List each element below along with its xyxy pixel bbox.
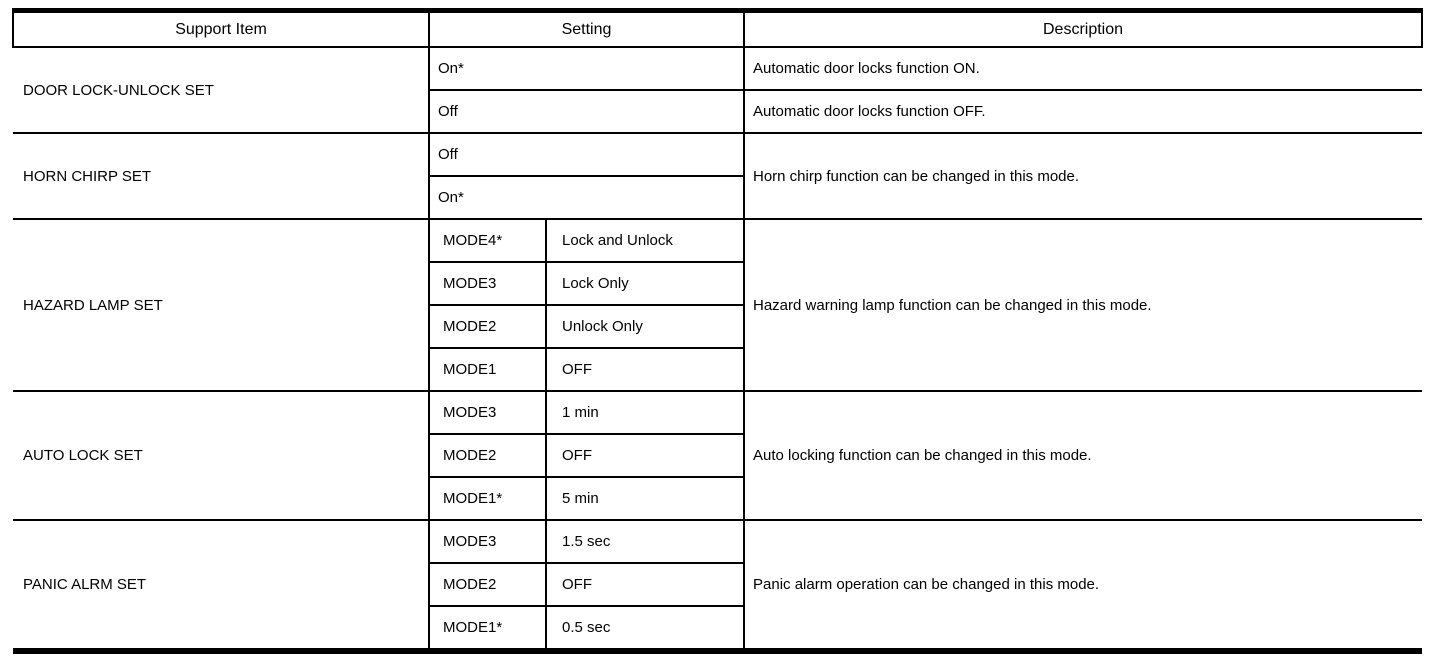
mode-cell: MODE4*: [428, 218, 547, 263]
mode-value-cell: 1 min: [545, 390, 745, 435]
mode-value-cell: 0.5 sec: [545, 605, 745, 652]
table-row: DOOR LOCK-UNLOCK SET On* Automatic door …: [13, 46, 1422, 134]
support-item-cell: HORN CHIRP SET: [13, 132, 430, 220]
table-row: MODE2 Unlock Only: [13, 304, 1422, 349]
mode-cell: MODE3: [428, 390, 547, 435]
mode-cell: MODE1*: [428, 605, 547, 652]
support-item-cell: DOOR LOCK-UNLOCK SET: [13, 46, 430, 134]
support-item-cell: HAZARD LAMP SET: [13, 218, 430, 392]
mode-cell: MODE1*: [428, 476, 547, 521]
setting-cell: Off: [428, 132, 745, 177]
table-row: MODE2 OFF: [13, 562, 1422, 607]
mode-cell: MODE2: [428, 562, 547, 607]
description-cell: Automatic door locks function ON.: [743, 46, 1422, 91]
description-cell: Hazard warning lamp function can be chan…: [743, 218, 1422, 392]
mode-value-cell: OFF: [545, 347, 745, 392]
mode-value-cell: Lock Only: [545, 261, 745, 306]
table-row: MODE1* 0.5 sec: [13, 605, 1422, 652]
support-item-cell: PANIC ALRM SET: [13, 519, 430, 652]
table-row: MODE1* 5 min: [13, 476, 1422, 521]
support-item-settings-table: Support Item Setting Description DOOR LO…: [12, 8, 1423, 654]
table-row: MODE2 OFF: [13, 433, 1422, 478]
column-header-setting: Setting: [428, 9, 745, 48]
table-row: MODE1 OFF: [13, 347, 1422, 392]
table-row: On*: [13, 175, 1422, 220]
mode-cell: MODE1: [428, 347, 547, 392]
mode-cell: MODE2: [428, 433, 547, 478]
table-row: PANIC ALRM SET MODE3 1.5 sec Panic alarm…: [13, 519, 1422, 652]
table-row: HORN CHIRP SET Off Horn chirp function c…: [13, 132, 1422, 220]
mode-value-cell: 1.5 sec: [545, 519, 745, 564]
description-cell: Automatic door locks function OFF.: [743, 89, 1422, 134]
column-header-support-item: Support Item: [12, 9, 430, 48]
table-row: Off Automatic door locks function OFF.: [13, 89, 1422, 134]
mode-value-cell: Lock and Unlock: [545, 218, 745, 263]
setting-cell: On*: [428, 46, 745, 91]
mode-value-cell: 5 min: [545, 476, 745, 521]
description-cell: Panic alarm operation can be changed in …: [743, 519, 1422, 652]
mode-cell: MODE3: [428, 261, 547, 306]
mode-cell: MODE3: [428, 519, 547, 564]
mode-cell: MODE2: [428, 304, 547, 349]
table-row: HAZARD LAMP SET MODE4* Lock and Unlock H…: [13, 218, 1422, 392]
description-cell: Auto locking function can be changed in …: [743, 390, 1422, 521]
mode-value-cell: Unlock Only: [545, 304, 745, 349]
description-cell: Horn chirp function can be changed in th…: [743, 132, 1422, 220]
support-item-cell: AUTO LOCK SET: [13, 390, 430, 521]
column-header-description: Description: [743, 9, 1423, 48]
setting-cell: Off: [428, 89, 745, 134]
table-row: AUTO LOCK SET MODE3 1 min Auto locking f…: [13, 390, 1422, 521]
table-header-row: Support Item Setting Description: [12, 9, 1423, 48]
setting-cell: On*: [428, 175, 745, 220]
mode-value-cell: OFF: [545, 562, 745, 607]
mode-value-cell: OFF: [545, 433, 745, 478]
table-row: MODE3 Lock Only: [13, 261, 1422, 306]
